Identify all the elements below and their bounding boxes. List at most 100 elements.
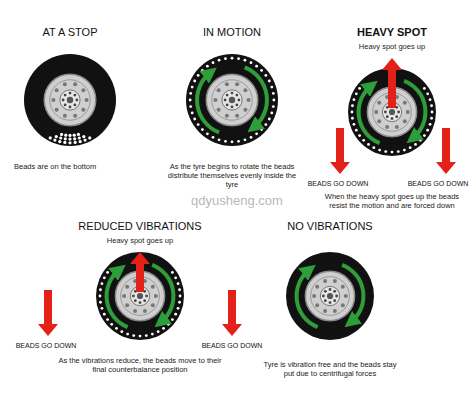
rim-hole [341,303,345,307]
rim-hole [154,294,158,298]
bead [53,138,56,141]
rim-hole [344,294,348,298]
bead [409,146,412,149]
bead [115,327,118,330]
tyre [96,252,184,340]
bead [403,149,406,152]
red-arrow [222,290,242,336]
bead [177,282,180,285]
bead [110,323,113,326]
rim-hole [312,294,316,298]
bead [73,134,76,137]
tyre [186,54,278,146]
center [67,97,73,103]
bead [351,111,354,114]
rim-hole [235,114,239,118]
rim-hole [403,101,407,105]
bead [224,57,227,60]
bolt [226,94,229,97]
bead [426,129,429,132]
bead [101,282,104,285]
bead [88,136,91,139]
rim-hole [125,303,129,307]
bead [73,137,76,140]
bolt [69,106,72,109]
bead [353,123,356,126]
rim-hole [55,88,59,92]
rim-hole [333,309,337,313]
bead [355,92,358,95]
bead [431,111,434,114]
bead [423,87,426,90]
bead [99,295,102,298]
bolt [73,103,76,106]
caption: Beads are on the bottom [14,162,126,171]
bead [423,134,426,137]
rim-ring [50,80,90,120]
bead [178,301,181,304]
arrow-label: BEADS GO DOWN [199,342,265,350]
bead [174,313,177,316]
rim-hole [73,114,77,118]
watermark: qdyusheng.com [137,193,337,209]
bead [237,57,240,60]
rim-hole [217,108,221,112]
bead [189,99,192,102]
bolt [64,94,67,97]
bead [397,150,400,153]
bead [218,138,221,141]
bolt [226,103,229,106]
bead [178,288,181,291]
rim-hole [125,285,129,289]
bolt [224,99,227,102]
rim-hole [81,108,85,112]
bolt [397,111,400,114]
rim-hole [225,114,229,118]
bead [430,104,433,107]
panel-title: AT A STOP [10,26,130,39]
bead [162,327,165,330]
bolt [333,290,336,293]
bead [103,313,106,316]
bead [145,334,148,337]
bead [426,92,429,95]
bead [63,141,66,144]
bolt [139,301,142,304]
rim-hole [122,294,126,298]
bolt [333,299,336,302]
rim-hole [213,98,217,102]
bolt [143,299,146,302]
bead [372,146,375,149]
caption: Tyre is vibration free and the beads sta… [260,360,400,378]
rim-hole [151,303,155,307]
bead [255,65,258,68]
rim-hole [143,309,147,313]
red-arrow [436,128,456,174]
bead [250,136,253,139]
bead [260,69,263,72]
bead [197,123,200,126]
center [389,109,395,115]
center [327,293,333,299]
arrow-label: BEADS GO DOWN [305,180,371,188]
bolt [145,295,148,298]
bead [139,335,142,338]
arrow-label: BEADS GO DOWN [406,180,470,188]
bead [231,140,234,143]
bolt [231,106,234,109]
bead [77,133,80,136]
bead [79,140,82,143]
bead [171,318,174,321]
bolt [391,117,394,120]
panel-title: NO VIBRATIONS [260,220,400,233]
tyre [286,252,374,340]
bead [429,123,432,126]
bead [358,87,361,90]
bolt [335,295,338,298]
bead [250,61,253,64]
rim-hole [395,125,399,129]
bead [212,61,215,64]
bead [218,59,221,62]
bead [367,143,370,146]
bead [237,140,240,143]
